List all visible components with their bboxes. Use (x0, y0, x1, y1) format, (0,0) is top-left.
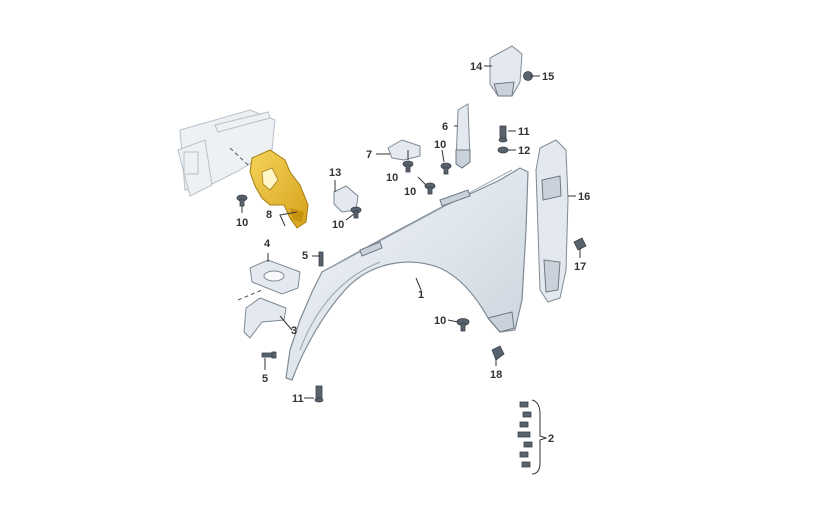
fender-panel (285, 167, 529, 381)
fastener-10-a (236, 194, 248, 207)
fastener-10-b (350, 206, 362, 219)
fastener-5-a (318, 251, 324, 267)
fastener-10-d (424, 182, 436, 195)
callout-18: 18 (490, 369, 502, 381)
part-6-vertical-bracket (455, 103, 471, 169)
part-16-trim-strip (535, 139, 569, 303)
part-3-bracket (237, 289, 287, 339)
callout-12: 12 (518, 145, 530, 157)
callout-8: 8 (266, 209, 272, 221)
leader-lines (241, 65, 581, 399)
callout-10-e: 10 (434, 139, 446, 151)
callout-5-b: 5 (262, 373, 268, 385)
callout-7: 7 (366, 149, 372, 161)
callout-10-f: 10 (434, 315, 446, 327)
fastener-10-e (440, 162, 452, 175)
part-4-pad (249, 259, 301, 295)
callout-17: 17 (574, 261, 586, 273)
callout-10-c: 10 (386, 172, 398, 184)
fastener-11-b (314, 385, 324, 403)
fastener-10-f (456, 318, 470, 332)
fastener-10-c (402, 160, 414, 173)
callout-14: 14 (470, 61, 483, 73)
bracket-body (249, 149, 309, 229)
callout-10-a: 10 (236, 217, 248, 229)
body-structure-ghost (177, 109, 276, 197)
fastener-11-a (498, 125, 508, 143)
callout-3: 3 (291, 325, 297, 337)
callout-13: 13 (329, 167, 341, 179)
part-14-upper-bracket (489, 45, 523, 97)
callout-16: 16 (578, 191, 590, 203)
part-8-highlighted-bracket (249, 149, 309, 229)
kit-2-clip-set (517, 399, 548, 475)
callout-10-b: 10 (332, 219, 344, 231)
part-1-front-fender (285, 167, 529, 381)
callout-2: 2 (548, 433, 554, 445)
fastener-17 (573, 237, 587, 251)
fastener-5-b (261, 351, 277, 359)
callout-11-b: 11 (292, 393, 304, 405)
callout-labels: 1 2 3 4 5 5 6 7 8 10 10 10 10 10 10 11 1… (236, 61, 590, 445)
callout-10-d: 10 (404, 186, 416, 198)
fasteners (236, 71, 587, 403)
callout-1: 1 (418, 289, 424, 301)
fastener-18 (491, 345, 505, 361)
callout-11-a: 11 (518, 126, 530, 138)
callout-5-a: 5 (302, 250, 308, 262)
callout-4: 4 (264, 238, 271, 250)
part-7-bracket (387, 139, 421, 161)
callout-15: 15 (542, 71, 554, 83)
callout-6: 6 (442, 121, 448, 133)
fastener-12 (497, 146, 509, 154)
